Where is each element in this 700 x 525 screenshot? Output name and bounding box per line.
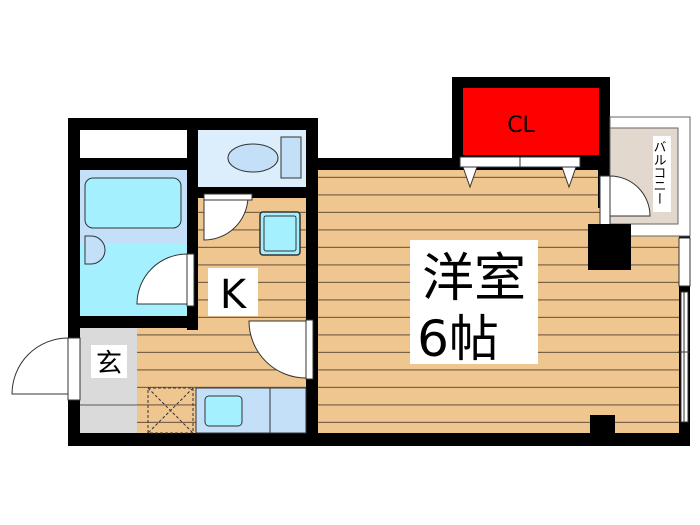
bathtub <box>84 177 182 229</box>
closet-door <box>519 156 581 168</box>
kitchen-label: K <box>220 272 248 318</box>
washbasin-icon <box>84 235 106 265</box>
window <box>678 237 691 287</box>
toilet-door-frame <box>203 193 253 201</box>
wall <box>68 316 198 328</box>
washing-machine-space <box>259 211 301 256</box>
entrance <box>80 328 137 433</box>
wall <box>198 187 308 198</box>
balcony-label-bg <box>653 136 671 212</box>
western-room-label-bg <box>410 240 538 364</box>
toilet-door <box>203 197 249 241</box>
kitchen-sink-icon <box>204 395 243 427</box>
room-door-frame <box>305 319 314 380</box>
wall <box>80 158 187 170</box>
toilet-tank-icon <box>280 136 302 179</box>
balcony-door-frame <box>599 175 611 227</box>
western-room-label-line1: 洋室 <box>422 249 526 309</box>
toilet-icon <box>227 143 279 173</box>
storage-hatch <box>147 387 194 434</box>
storage-shelf <box>80 130 187 158</box>
wall <box>187 118 198 330</box>
closet <box>463 88 599 155</box>
pillar <box>588 224 631 270</box>
entrance-label-bg <box>91 345 127 378</box>
entrance-label: 玄 <box>96 349 122 379</box>
balcony-label: バルコニー <box>651 140 667 205</box>
bath-door-frame <box>186 253 195 307</box>
washing-machine-inner <box>263 215 297 252</box>
western-room-label-line2: 6帖 <box>417 310 499 368</box>
outer-wall <box>306 158 466 170</box>
room-door <box>248 320 307 379</box>
closet-label: CL <box>507 113 535 138</box>
closet-door <box>459 156 521 168</box>
front-door-frame <box>67 337 81 401</box>
kitchen-label-bg <box>208 268 258 316</box>
outer-wall <box>68 433 690 446</box>
balcony-door <box>609 175 651 217</box>
closet-door-hinge <box>462 166 478 189</box>
closet-door-hinge <box>561 166 577 189</box>
pillar <box>590 415 615 435</box>
bath-door <box>136 253 188 305</box>
front-door <box>11 337 69 395</box>
